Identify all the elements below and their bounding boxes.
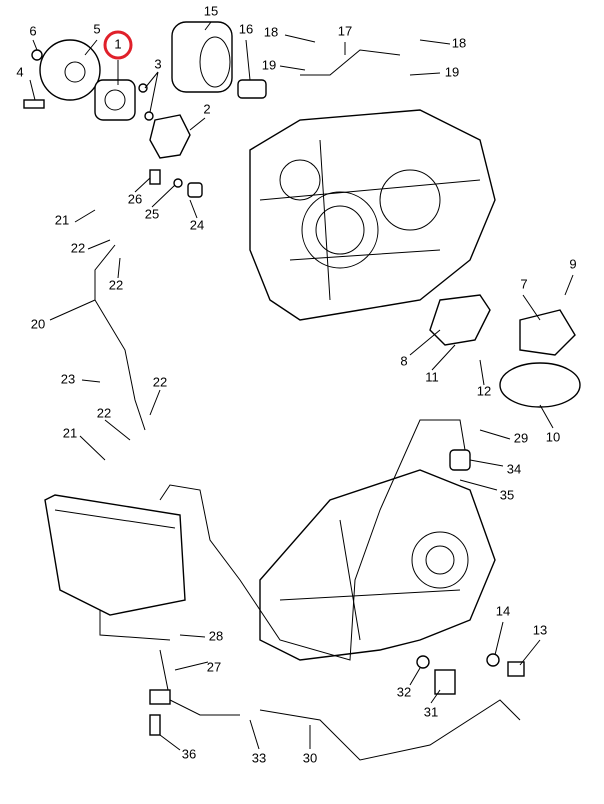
oil-pump-parts — [23, 21, 267, 198]
callout-23: 23 — [61, 371, 75, 386]
highlight-ring — [103, 30, 133, 60]
callout-5: 5 — [93, 21, 100, 36]
side-parts — [149, 294, 581, 736]
callout-16: 16 — [239, 21, 253, 36]
callout-11: 11 — [425, 369, 439, 384]
callout-22: 22 — [97, 405, 111, 420]
callout-22: 22 — [71, 240, 85, 255]
callout-26: 26 — [128, 191, 142, 206]
callout-9: 9 — [569, 256, 576, 271]
callout-10: 10 — [546, 429, 560, 444]
callout-24: 24 — [190, 217, 204, 232]
oil-pipes — [94, 49, 521, 761]
callout-14: 14 — [496, 603, 510, 618]
callout-15: 15 — [204, 3, 218, 18]
callout-4: 4 — [16, 64, 23, 79]
callout-20: 20 — [31, 316, 45, 331]
callout-34: 34 — [507, 461, 521, 476]
callout-12: 12 — [477, 383, 491, 398]
callout-28: 28 — [209, 628, 223, 643]
oil-tank — [44, 494, 186, 641]
callout-2: 2 — [203, 101, 210, 116]
callout-29: 29 — [514, 430, 528, 445]
callout-35: 35 — [500, 487, 514, 502]
upper-crankcase — [249, 109, 496, 321]
callout-22: 22 — [153, 374, 167, 389]
callout-13: 13 — [533, 622, 547, 637]
callout-18: 18 — [264, 24, 278, 39]
lower-crankcase — [259, 469, 496, 661]
callout-18: 18 — [452, 35, 466, 50]
callout-31: 31 — [424, 704, 438, 719]
callout-21: 21 — [63, 425, 77, 440]
callout-8: 8 — [400, 353, 407, 368]
callout-36: 36 — [182, 746, 196, 761]
callout-22: 22 — [109, 277, 123, 292]
callout-21: 21 — [55, 212, 69, 227]
callout-1: 1 — [114, 36, 121, 51]
callout-30: 30 — [303, 750, 317, 765]
callout-19: 19 — [445, 64, 459, 79]
callout-19: 19 — [262, 57, 276, 72]
callout-25: 25 — [145, 206, 159, 221]
callout-3: 3 — [154, 56, 161, 71]
callout-6: 6 — [29, 23, 36, 38]
callout-27: 27 — [207, 659, 221, 674]
leader-lines — [29, 21, 574, 751]
callout-32: 32 — [397, 684, 411, 699]
callout-7: 7 — [520, 276, 527, 291]
callout-17: 17 — [338, 23, 352, 38]
callout-33: 33 — [252, 750, 266, 765]
